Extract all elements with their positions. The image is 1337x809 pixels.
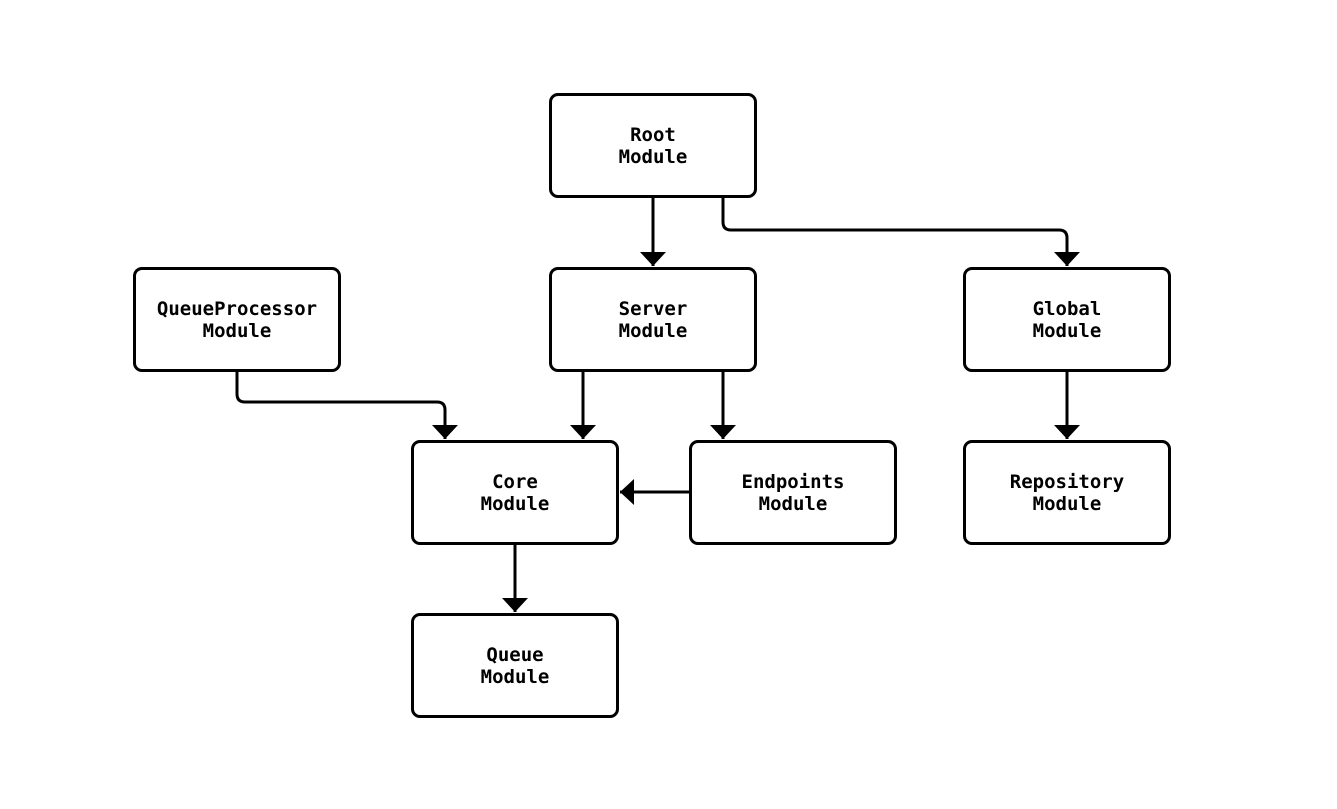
node-label: Server Module [618, 297, 688, 342]
node-label: Repository Module [1009, 470, 1125, 515]
node-label: QueueProcessor Module [156, 297, 318, 342]
node-label: Endpoints Module [741, 470, 845, 515]
edge-queueprocessor-to-core [235, 372, 458, 439]
node-queueprocessor-module: QueueProcessor Module [133, 267, 341, 372]
node-core-module: Core Module [411, 440, 619, 545]
node-label: Root Module [618, 123, 688, 168]
node-label: Global Module [1032, 297, 1102, 342]
node-server-module: Server Module [549, 267, 757, 372]
node-root-module: Root Module [549, 93, 757, 198]
node-endpoints-module: Endpoints Module [689, 440, 897, 545]
edge-root-to-global [721, 198, 1080, 266]
node-label: Queue Module [480, 643, 550, 688]
node-label: Core Module [480, 470, 550, 515]
node-queue-module: Queue Module [411, 613, 619, 718]
node-repository-module: Repository Module [963, 440, 1171, 545]
node-global-module: Global Module [963, 267, 1171, 372]
